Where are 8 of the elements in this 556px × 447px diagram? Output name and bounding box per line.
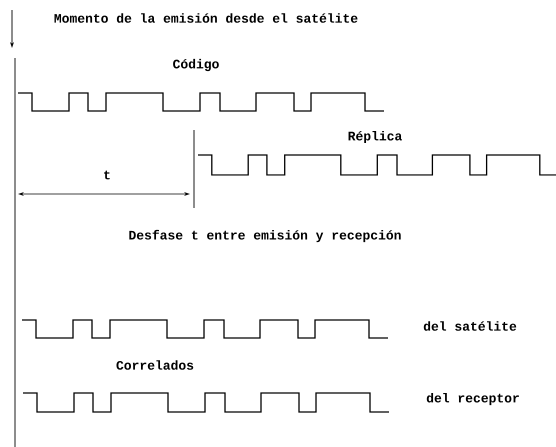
signal-label: del receptor — [426, 392, 519, 406]
caption-text: Desfase t entre emisión y recepción — [129, 230, 401, 242]
signal-label: del satélite — [424, 321, 516, 331]
signal-label: Código — [173, 58, 219, 72]
signal-label: Réplica — [348, 130, 402, 144]
heading-text: Momento de la emisión desde el satélite — [54, 13, 358, 23]
signal-label: Correlados — [116, 360, 194, 370]
delay-label: t — [104, 170, 110, 180]
